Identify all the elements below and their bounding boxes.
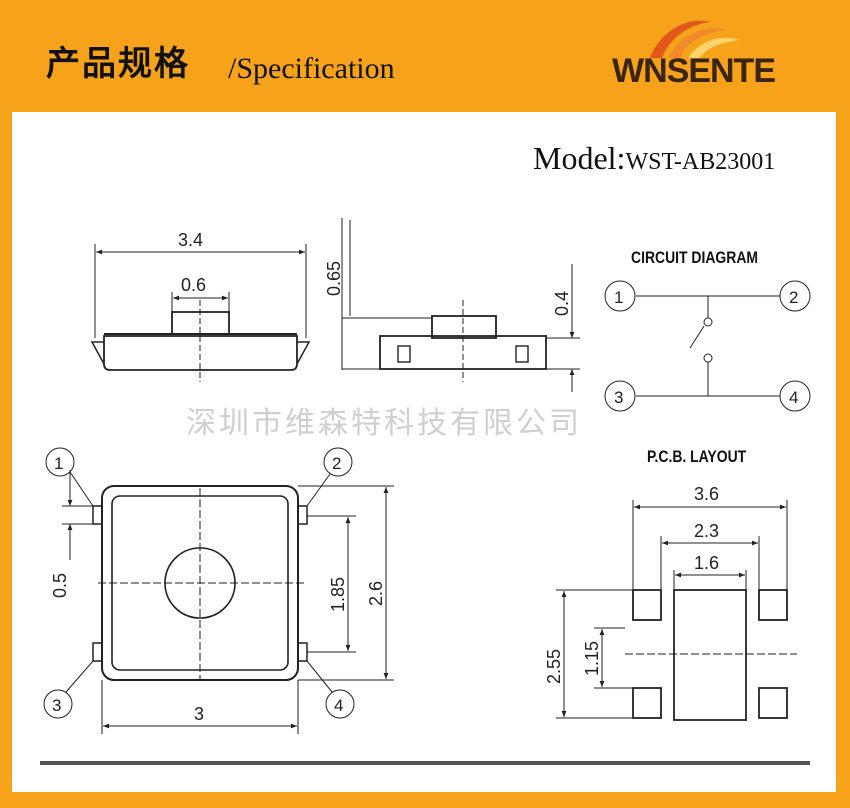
dim-top-inner: 1.85 <box>328 577 348 612</box>
dim-pcb-inner-height: 1.15 <box>582 641 602 676</box>
pcb-heading: P.C.B. LAYOUT <box>647 447 747 466</box>
dim-front-button: 0.6 <box>181 275 206 295</box>
front-view <box>90 244 311 382</box>
dim-top-pin-pitch: 0.5 <box>50 573 70 598</box>
dim-front-width: 3.4 <box>178 230 203 250</box>
bottom-divider <box>40 761 810 765</box>
circuit-pin-4: 4 <box>789 388 798 407</box>
circuit-diagram <box>604 280 811 412</box>
title-chinese: 产品规格 <box>46 44 190 84</box>
watermark-text: 深圳市维森特科技有限公司 <box>186 406 582 441</box>
side-view <box>341 218 580 392</box>
model-line: Model:WST-AB23001 <box>533 140 775 177</box>
model-value: WST-AB23001 <box>625 149 776 175</box>
top-pin-3: 3 <box>52 696 61 715</box>
circuit-pin-1: 1 <box>614 288 623 307</box>
header-bar: 产品规格 /Specification WNSENTE <box>0 0 850 108</box>
dim-side-total-height: 0.65 <box>324 261 344 296</box>
dim-top-height: 2.6 <box>366 581 386 606</box>
dim-pcb-outer-width: 3.6 <box>694 484 719 504</box>
logo-wordmark: WNSENTE <box>612 52 776 90</box>
dim-pcb-mid-width: 2.3 <box>694 521 719 541</box>
circuit-pin-3: 3 <box>614 388 623 407</box>
spec-panel <box>12 112 836 792</box>
title-english: /Specification <box>228 52 395 85</box>
dim-pcb-outer-height: 2.55 <box>544 649 564 684</box>
circuit-pin-2: 2 <box>789 288 798 307</box>
dim-side-body-height: 0.4 <box>552 291 572 316</box>
top-view <box>43 447 394 734</box>
circuit-heading: CIRCUIT DIAGRAM <box>631 248 759 267</box>
dim-top-width: 3 <box>194 704 204 724</box>
top-pin-2: 2 <box>332 454 341 473</box>
pcb-layout <box>556 500 797 721</box>
top-pin-4: 4 <box>334 696 343 715</box>
logo-flame-icon <box>650 20 740 58</box>
top-pin-1: 1 <box>54 454 63 473</box>
dim-pcb-inner-width: 1.6 <box>694 553 719 573</box>
model-label: Model: <box>533 140 626 176</box>
